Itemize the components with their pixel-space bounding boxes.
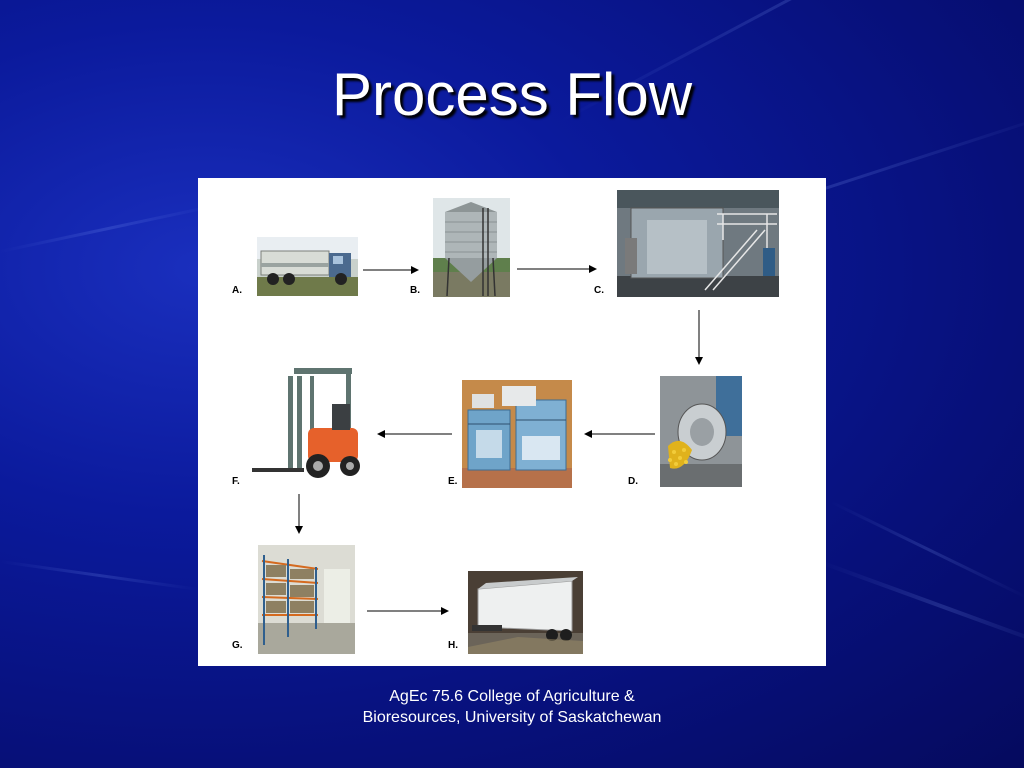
background-streak — [0, 204, 216, 253]
stage-label-g: G. — [232, 640, 243, 651]
grain-silo-icon — [433, 198, 510, 297]
slide-title: Process Flow — [331, 61, 693, 128]
stage-label-h: H. — [448, 640, 458, 651]
background-streak — [0, 560, 199, 591]
process-flow-diagram: A. B. — [198, 178, 826, 666]
stage-label-d: D. — [628, 476, 638, 487]
stage-label-c: C. — [594, 285, 604, 296]
processing-plant-icon — [617, 190, 779, 297]
stage-label-e: E. — [448, 476, 458, 487]
packaging-machine-icon — [462, 380, 572, 488]
background-streak — [829, 500, 1024, 600]
forklift-icon — [250, 368, 364, 484]
stage-label-a: A. — [232, 285, 242, 296]
stage-label-b: B. — [410, 285, 420, 296]
slide-footer: AgEc 75.6 College of Agriculture & Biore… — [362, 688, 662, 726]
warehouse-icon — [258, 545, 355, 654]
background-streak — [819, 560, 1024, 653]
grain-truck-icon — [257, 237, 358, 296]
stage-label-f: F. — [232, 476, 240, 487]
extruder-icon — [660, 376, 742, 487]
trailer-icon — [468, 571, 583, 654]
